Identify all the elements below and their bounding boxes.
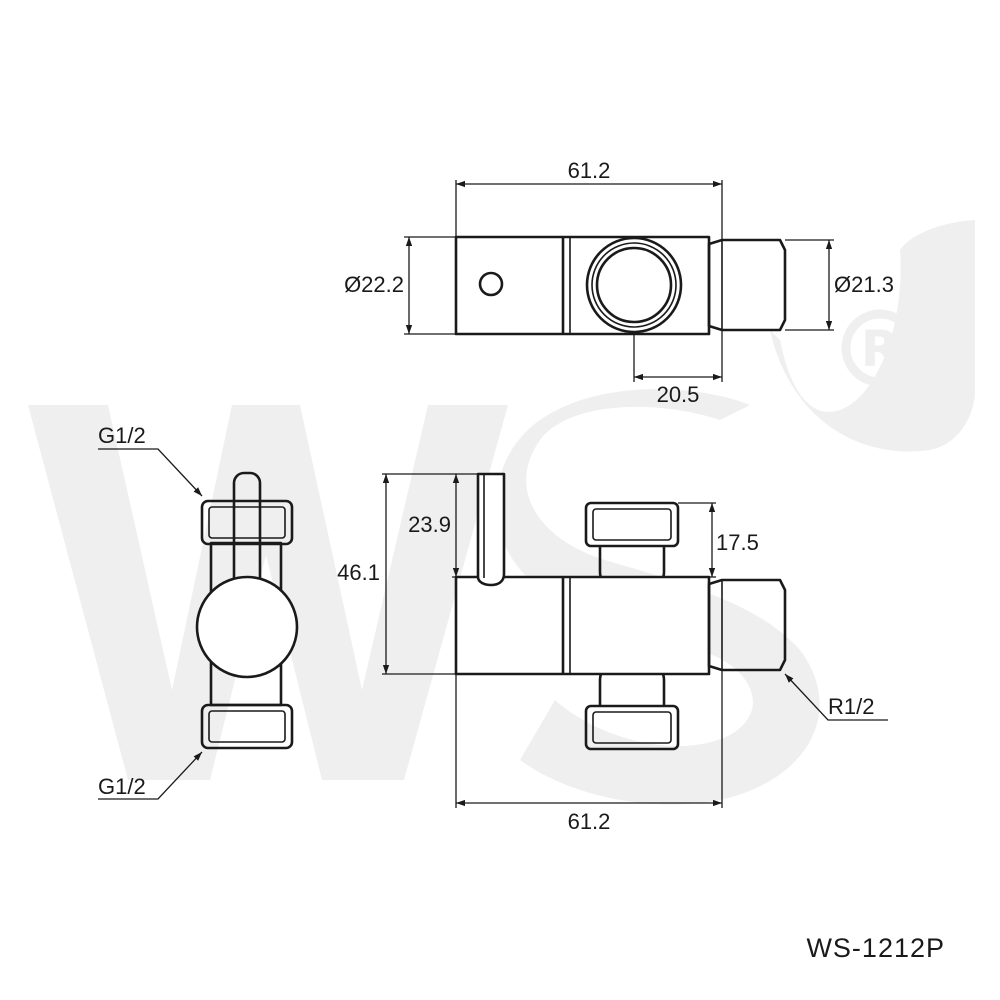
side-view-body-circle	[195, 575, 299, 679]
outlet-offset-label: 20.5	[657, 382, 700, 407]
watermark-registered-ring	[841, 309, 919, 387]
model-number: WS-1212P	[806, 933, 945, 963]
watermark-letter-w	[28, 405, 508, 780]
front-view-bottom-nut	[584, 704, 680, 751]
bottom-length-label: 61.2	[568, 809, 611, 834]
inlet-label-bottom: G1/2	[98, 774, 146, 799]
top-view-thread	[707, 238, 787, 332]
inlet-top-leader	[98, 448, 203, 497]
front-view-bottom-nut-inner	[592, 711, 672, 744]
top-view-outlet-mid	[591, 242, 677, 328]
top-view: 61.2 Ø22.2 Ø21.3 20.5	[344, 158, 894, 407]
inlet-bottom-leader	[98, 751, 203, 800]
top-view-mount-hole	[478, 271, 504, 297]
thread-leader	[784, 673, 888, 721]
watermark-swoosh	[770, 220, 975, 452]
side-view-bottom-nut-inner	[208, 710, 286, 743]
side-view-bottom-nut	[200, 703, 294, 750]
front-view-thread	[707, 578, 787, 672]
thread-label: R1/2	[828, 694, 874, 719]
front-view-body	[454, 575, 711, 676]
handle-height-label: 23.9	[408, 512, 451, 537]
front-view-top-nut-inner	[592, 508, 672, 541]
outlet-height-label: 17.5	[716, 530, 759, 555]
top-length-label: 61.2	[568, 158, 611, 183]
side-view-top-nut-inner	[208, 506, 286, 539]
top-view-outlet-inner	[595, 246, 673, 324]
side-view: G1/2 G1/2	[98, 423, 299, 800]
watermark-registered-mark: R	[861, 320, 900, 378]
side-view-top-nut	[200, 499, 294, 546]
total-height-label: 46.1	[337, 560, 380, 585]
front-view: 46.1 23.9 17.5 R1/2 61.2	[337, 472, 888, 834]
front-view-top-nut	[584, 501, 680, 548]
body-diameter-label: Ø22.2	[344, 272, 404, 297]
inlet-label-top: G1/2	[98, 423, 146, 448]
thread-diameter-label: Ø21.3	[834, 272, 894, 297]
front-view-handle	[476, 472, 506, 587]
top-view-outlet-outer	[585, 236, 683, 334]
